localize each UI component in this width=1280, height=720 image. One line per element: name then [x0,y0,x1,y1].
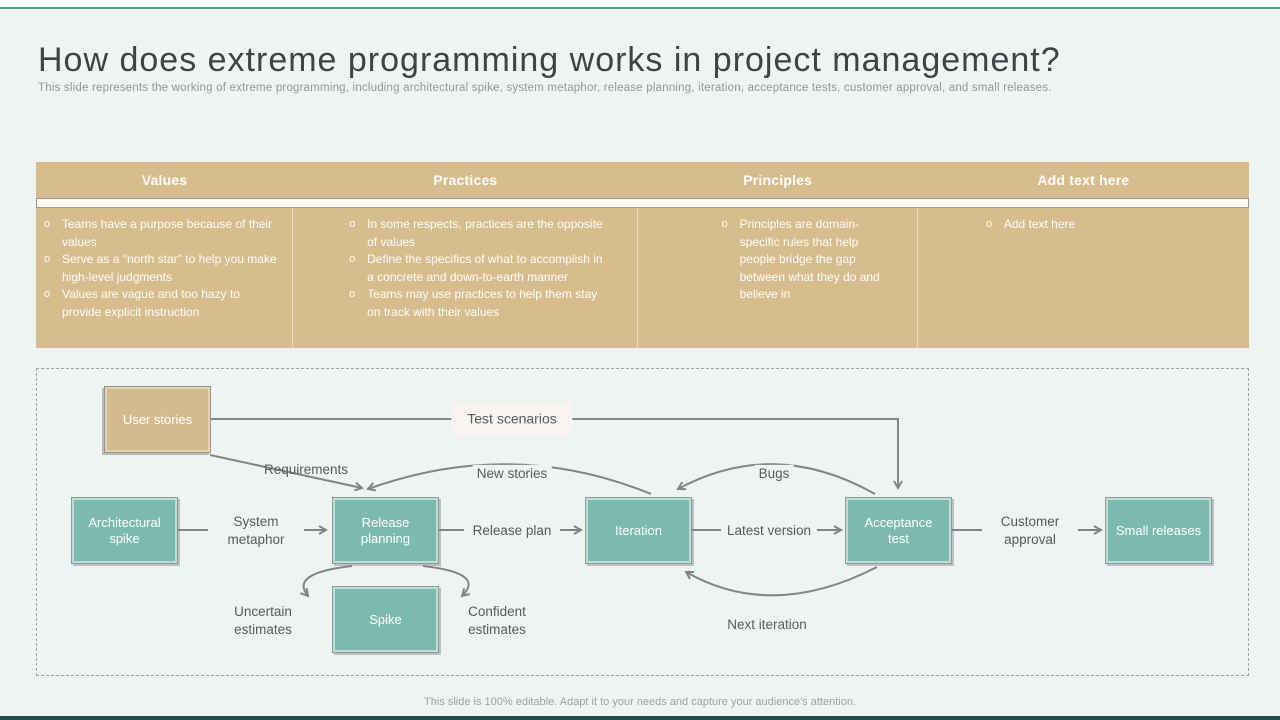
list-item-text: Principles are domain-specific rules tha… [739,217,880,301]
bullet-icon: o [985,218,992,230]
accent-line-top [0,7,1280,9]
list-item-text: Values are vague and too hazy to provide… [62,287,240,319]
list-item: o Serve as a "north star" to help you mak… [44,251,278,286]
column-header-principles: Principles [743,172,813,188]
connector-bugs-arc [676,463,876,495]
label-bugs: Bugs [754,464,794,484]
bullet-icon: o [349,218,356,230]
label-latest-version: Latest version [721,521,817,541]
node-acceptance-test: Acceptance test [845,497,952,564]
list-item-text: Define the specifics of what to accompli… [367,252,603,284]
bullet-icon: o [44,253,51,265]
label-test-scenarios: Test scenarios [451,402,573,436]
connector-next-iteration-arc [684,566,878,597]
label-release-plan: Release plan [464,521,560,541]
bullet-icon: o [349,253,356,265]
connector-test-scenarios [210,418,903,491]
connector-requirements [209,454,364,492]
slide-top-strip [0,0,1280,7]
node-user-stories: User stories [104,386,211,453]
list-item: o Teams may use practices to help them st… [349,286,610,321]
list-item: o Add text here [986,216,1229,234]
label-system-metaphor: System metaphor [208,512,304,550]
label-confident-estimates: Confident estimates [449,602,545,640]
accent-bar-bottom [0,716,1280,720]
node-architectural-spike: Architectural spike [71,497,178,564]
list-item-text: Teams may use practices to help them sta… [367,287,598,319]
values-practices-table: Values Practices Principles Add text her… [36,162,1249,348]
slide-subtitle: This slide represents the working of ext… [38,82,1052,94]
list-item-text: Serve as a "north star" to help you make… [62,252,277,284]
column-header-add-text: Add text here [1037,172,1130,188]
list-item-text: Teams have a purpose because of their va… [62,217,273,249]
slide-footer-note: This slide is 100% editable. Adapt it to… [424,696,856,708]
node-release-planning: Release planning [332,497,439,564]
bullet-icon: o [44,288,51,300]
table-header-row: Values Practices Principles Add text her… [36,162,1249,198]
table-cell-principles: o Principles are domain-specific rules th… [638,208,918,348]
list-item-text: In some respects, practices are the oppo… [367,217,603,249]
bullet-icon: o [721,218,728,230]
bullet-icon: o [349,288,356,300]
node-iteration: Iteration [585,497,692,564]
table-cell-values: o Teams have a purpose because of their v… [36,208,294,348]
connector-uncertain-estimates-arc [300,565,353,598]
label-customer-approval: Customer approval [982,512,1078,550]
table-body-row: o Teams have a purpose because of their v… [36,208,1249,348]
label-next-iteration: Next iteration [719,615,815,635]
table-cell-practices: o In some respects, practices are the opp… [293,208,638,348]
table-separator-row [36,198,1249,208]
bullet-icon: o [44,218,51,230]
xp-flowchart: User stories Architectural spike Release… [36,368,1249,676]
list-item: o Teams have a purpose because of their v… [44,216,278,251]
connector-new-stories-arc [366,463,652,495]
label-new-stories: New stories [472,464,552,484]
label-uncertain-estimates: Uncertain estimates [215,602,311,640]
list-item: o In some respects, practices are the opp… [349,216,610,251]
column-header-practices: Practices [433,172,498,188]
connector-confident-estimates-arc [422,565,471,598]
table-cell-add-text: o Add text here [918,208,1249,348]
list-item-text: Add text here [1003,217,1076,231]
label-requirements: Requirements [263,461,349,477]
list-item: o Define the specifics of what to accompl… [349,251,610,286]
list-item: o Values are vague and too hazy to provid… [44,286,278,321]
node-spike: Spike [332,586,439,653]
list-item: o Principles are domain-specific rules th… [722,216,887,304]
page-title: How does extreme programming works in pr… [38,40,1061,79]
column-header-values: Values [141,172,188,188]
node-small-releases: Small releases [1105,497,1212,564]
